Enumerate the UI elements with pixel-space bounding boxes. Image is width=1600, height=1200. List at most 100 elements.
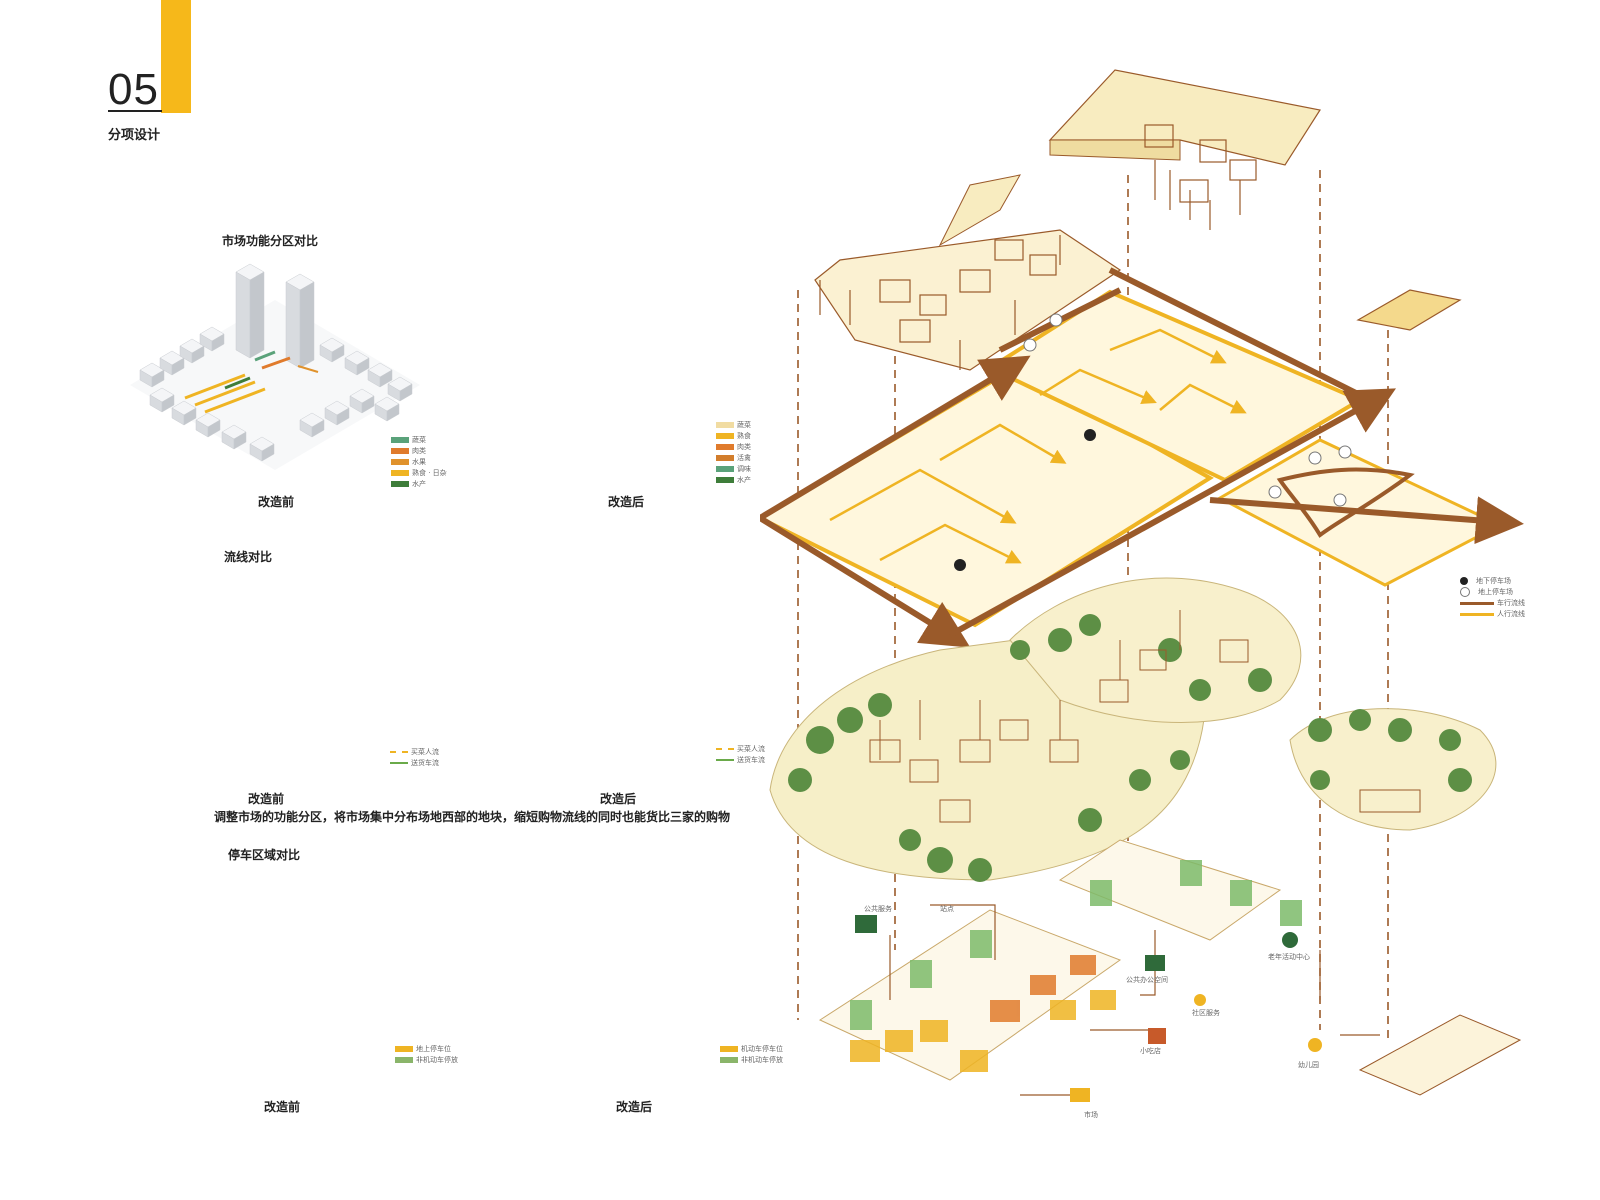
legend-line-swatch	[716, 748, 734, 750]
legend-label: 地下停车场	[1476, 577, 1511, 585]
legend-item: 送货车流	[390, 759, 439, 767]
function-before-diagram	[130, 263, 420, 470]
legend-label: 买菜人流	[411, 748, 439, 756]
legend-item: 买菜人流	[716, 745, 765, 753]
main-legend: 地下停车场地上停车场车行流线人行流线	[1460, 577, 1525, 621]
market-basket-icon	[1070, 1088, 1090, 1102]
legend-label: 机动车停车位	[741, 1045, 783, 1053]
legend-item: 买菜人流	[390, 748, 439, 756]
flow-before-legend: 买菜人流送货车流	[390, 748, 439, 770]
section-number: 05	[108, 65, 159, 114]
legend-line-swatch	[716, 759, 734, 761]
legend-label: 人行流线	[1497, 610, 1525, 618]
legend-label: 地上停车场	[1478, 588, 1513, 596]
legend-label: 熟食	[737, 432, 751, 440]
community-service-icon	[1194, 994, 1206, 1006]
parking-before-legend: 地上停车位非机动车停放	[395, 1045, 458, 1067]
function-before-caption: 改造前	[257, 495, 294, 509]
legend-item: 水果	[391, 458, 447, 466]
legend-color-swatch	[716, 455, 734, 461]
legend-item: 熟食	[716, 432, 751, 440]
elder-center-icon	[1282, 932, 1298, 948]
legend-label: 水果	[412, 458, 426, 466]
legend-label: 活禽	[737, 454, 751, 462]
legend-color-swatch	[720, 1046, 738, 1052]
legend-color-swatch	[716, 477, 734, 483]
legend-item: 肉类	[391, 447, 447, 455]
legend-label: 地上停车位	[416, 1045, 451, 1053]
function-after-caption: 改造后	[607, 495, 644, 509]
flow-before-caption: 改造前	[247, 792, 284, 806]
section-title: 分项设计	[108, 128, 161, 143]
flow-after-legend: 买菜人流送货车流	[716, 745, 765, 767]
legend-item: 机动车停车位	[720, 1045, 783, 1053]
parking-before-caption: 改造前	[263, 1100, 300, 1114]
flow-after-caption: 改造后	[599, 792, 636, 806]
legend-item: 地上停车位	[395, 1045, 458, 1053]
legend-item: 调味	[716, 465, 751, 473]
function-before-legend: 蔬菜肉类水果熟食 · 日杂水产	[391, 436, 447, 491]
legend-item: 地下停车场	[1460, 577, 1525, 585]
legend-item: 非机动车停放	[720, 1056, 783, 1064]
exploded-axonometric	[760, 69, 1524, 1102]
legend-color-swatch	[716, 433, 734, 439]
legend-line-swatch	[390, 751, 408, 753]
label-elder-center: 老年活动中心	[1268, 953, 1310, 961]
legend-item: 水产	[716, 476, 751, 484]
legend-color-swatch	[716, 444, 734, 450]
legend-item: 蔬菜	[716, 421, 751, 429]
legend-label: 熟食 · 日杂	[412, 469, 447, 477]
legend-color-swatch	[720, 1057, 738, 1063]
legend-label: 买菜人流	[737, 745, 765, 753]
legend-item: 地上停车场	[1460, 587, 1525, 597]
legend-item: 蔬菜	[391, 436, 447, 444]
function-heading: 市场功能分区对比	[222, 234, 319, 248]
public-office-icon	[1145, 955, 1165, 971]
legend-label: 非机动车停放	[741, 1056, 783, 1064]
legend-label: 车行流线	[1497, 599, 1525, 607]
small-stall-icon	[1148, 1028, 1166, 1044]
legend-color-swatch	[716, 466, 734, 472]
legend-color-swatch	[716, 422, 734, 428]
kindergarten-icon	[1308, 1038, 1322, 1052]
function-after-legend: 蔬菜熟食肉类活禽调味水产	[716, 421, 751, 487]
parking-pin-light-icon	[1460, 587, 1470, 597]
section-underline	[108, 110, 162, 112]
legend-label: 水产	[737, 476, 751, 484]
design-description: 调整市场的功能分区，将市场集中分布场地西部的地块，缩短购物流线的同时也能货比三家…	[214, 810, 731, 824]
parking-pin-dark-icon	[1460, 577, 1468, 585]
label-station: 站点	[940, 905, 954, 913]
legend-color-swatch	[391, 470, 409, 476]
legend-color-swatch	[395, 1046, 413, 1052]
legend-color-swatch	[391, 459, 409, 465]
legend-item: 水产	[391, 480, 447, 488]
legend-label: 肉类	[412, 447, 426, 455]
legend-label: 肉类	[737, 443, 751, 451]
parking-after-caption: 改造后	[615, 1100, 652, 1114]
legend-line-swatch	[1460, 612, 1494, 616]
legend-item: 活禽	[716, 454, 751, 462]
legend-item: 车行流线	[1460, 599, 1525, 607]
legend-color-swatch	[391, 481, 409, 487]
label-kindergarten: 幼儿园	[1298, 1061, 1319, 1069]
legend-item: 熟食 · 日杂	[391, 469, 447, 477]
legend-label: 调味	[737, 465, 751, 473]
legend-line-swatch	[1460, 601, 1494, 605]
label-public-office: 公共办公空间	[1126, 976, 1168, 984]
circulation-layer	[760, 267, 1524, 648]
top-building-layer	[814, 69, 1462, 371]
legend-item: 肉类	[716, 443, 751, 451]
parking-after-legend: 机动车停车位非机动车停放	[720, 1045, 783, 1067]
legend-color-swatch	[395, 1057, 413, 1063]
legend-label: 水产	[412, 480, 426, 488]
flow-heading: 流线对比	[224, 550, 273, 564]
section-accent-bar	[161, 0, 191, 113]
label-public-service: 公共服务	[864, 905, 892, 913]
legend-label: 蔬菜	[737, 421, 751, 429]
legend-color-swatch	[391, 448, 409, 454]
label-small-stall: 小吃店	[1140, 1047, 1161, 1055]
legend-label: 非机动车停放	[416, 1056, 458, 1064]
label-community-office: 社区服务	[1192, 1009, 1220, 1017]
legend-color-swatch	[391, 437, 409, 443]
legend-line-swatch	[390, 762, 408, 764]
